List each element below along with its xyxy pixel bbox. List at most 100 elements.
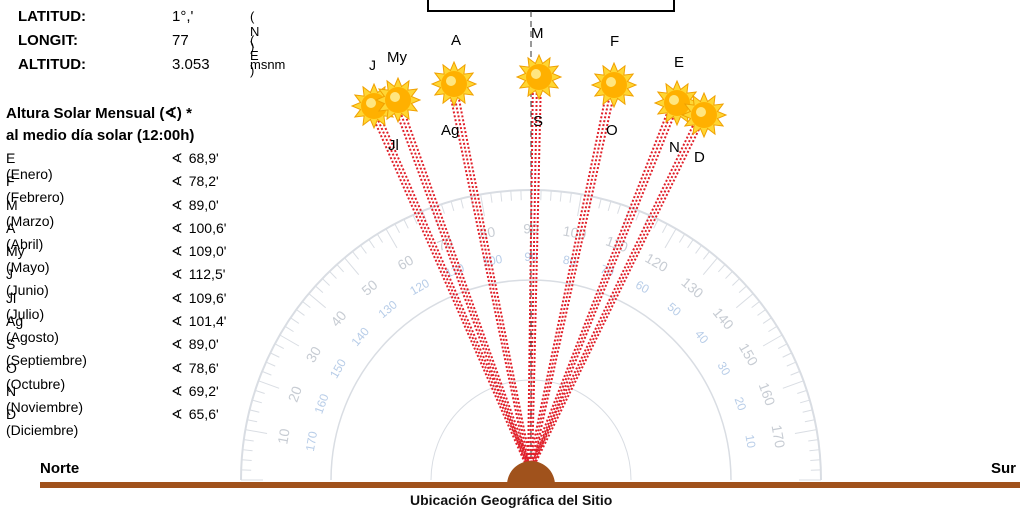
protractor-tick [678, 233, 686, 243]
angle-symbol: ∢ [171, 336, 183, 353]
protractor-inner-label: 160 [312, 392, 332, 416]
protractor-tick [607, 201, 612, 211]
protractor-tick [243, 439, 254, 442]
month-name: N (Noviembre) [6, 382, 84, 415]
protractor-tick [265, 361, 276, 367]
sun-ray-line [395, 99, 531, 471]
protractor-tick [290, 317, 300, 324]
protractor-tick [664, 228, 677, 249]
longit-value: 77 [172, 32, 189, 49]
month-name: F (Febrero) [6, 173, 65, 206]
protractor-tick [588, 196, 592, 207]
protractor-tick [241, 459, 252, 461]
angle-value: 68,9' [188, 150, 219, 166]
sun-highlight [446, 76, 456, 86]
month-name: A (Abril) [6, 219, 44, 252]
protractor-tick [412, 214, 418, 225]
protractor-tick [385, 228, 398, 249]
protractor-tick [809, 449, 820, 452]
sun-month-label: J [369, 57, 376, 73]
top-frame [427, 0, 675, 12]
latitud-value: 1°,' [172, 8, 194, 25]
protractor-tick [738, 285, 747, 294]
month-name: S (Septiembre) [6, 336, 87, 369]
protractor-tick [242, 449, 253, 452]
month-angle: ∢109,0' [171, 243, 226, 260]
protractor-inner-label: 120 [407, 276, 432, 298]
protractor-tick [635, 210, 641, 221]
month-angle: ∢78,2' [171, 173, 219, 190]
protractor-tick [440, 204, 445, 214]
protractor-outer-label: 150 [736, 340, 762, 368]
sun-ray-line [455, 83, 533, 471]
month-angle: ∢ 101,4' [171, 313, 226, 330]
angle-value: 101,4' [188, 313, 227, 330]
protractor-outer-label: 130 [678, 274, 706, 301]
protractor-tick [786, 361, 797, 367]
protractor-tick [695, 245, 702, 254]
protractor-tick [270, 352, 280, 358]
protractor-tick [622, 207, 631, 229]
protractor-tick [450, 201, 455, 211]
protractor-tick [662, 223, 668, 234]
angle-symbol: ∢ [171, 196, 183, 213]
protractor-inner-label: 140 [349, 324, 373, 349]
sun-month-label: Ag [441, 122, 459, 139]
protractor-tick [315, 285, 324, 294]
protractor-tick [732, 278, 740, 286]
solar-height-heading: Altura Solar Mensual (∢) * al medio día … [6, 103, 194, 147]
month-angle: ∢109,6' [171, 290, 226, 307]
sun-highlight [366, 98, 376, 108]
protractor-tick [550, 190, 552, 201]
protractor-tick [245, 429, 268, 434]
month-angle: ∢100,6' [171, 220, 226, 237]
protractor-tick [403, 219, 409, 229]
sun-ray-line [531, 102, 680, 471]
longit-unit: ( E ) [250, 33, 259, 78]
angle-symbol: ∢ [171, 313, 183, 330]
sun-ray-line [447, 83, 529, 471]
protractor-tick [329, 271, 337, 279]
angle-symbol: ∢ [171, 382, 183, 399]
sun-ray-line [527, 102, 672, 471]
protractor-tick [344, 257, 360, 276]
angle-value: 65,6' [188, 406, 219, 423]
protractor-tick [559, 191, 562, 202]
protractor-center-arc [430, 379, 632, 481]
protractor-inner-arc [330, 279, 732, 481]
sun-highlight [669, 95, 679, 105]
site-dome [507, 461, 555, 485]
protractor-outer-label: 160 [756, 380, 779, 408]
protractor-outer-label: 110 [604, 233, 631, 256]
protractor-inner-label: 30 [715, 359, 734, 378]
sun-ray-line [371, 105, 531, 471]
protractor-outer-label: 40 [327, 307, 349, 329]
sun-highlight [696, 107, 706, 117]
protractor-tick [255, 389, 265, 394]
protractor-tick [725, 271, 733, 279]
protractor-tick [368, 239, 375, 249]
protractor-tick [322, 278, 330, 286]
protractor-inner-label: 130 [376, 297, 401, 321]
sur-label: Sur [991, 460, 1017, 477]
protractor-inner-label: 150 [327, 356, 349, 381]
protractor-tick [279, 334, 300, 347]
sun-ray-line [531, 76, 542, 471]
month-angle: ∢112,5' [171, 266, 225, 283]
protractor-outer-label: 20 [285, 384, 305, 404]
altitud-label: ALTITUD: [18, 56, 87, 73]
sun-ray-line [399, 99, 533, 471]
angle-value: 89,0' [188, 336, 219, 353]
sun-ray-line [367, 105, 529, 471]
sun-month-label: A [451, 32, 461, 49]
protractor-inner-label: 50 [665, 300, 684, 320]
month-angle: ∢69,2' [171, 383, 219, 400]
angle-symbol: ∢ [171, 243, 183, 260]
protractor-tick [653, 219, 659, 229]
sun-month-label: F [610, 33, 619, 50]
sun-ray-line [529, 84, 613, 471]
protractor-tick [500, 191, 503, 202]
heading-line-1: Altura Solar Mensual (∢) * [6, 105, 192, 122]
angle-symbol: ∢ [171, 359, 183, 376]
